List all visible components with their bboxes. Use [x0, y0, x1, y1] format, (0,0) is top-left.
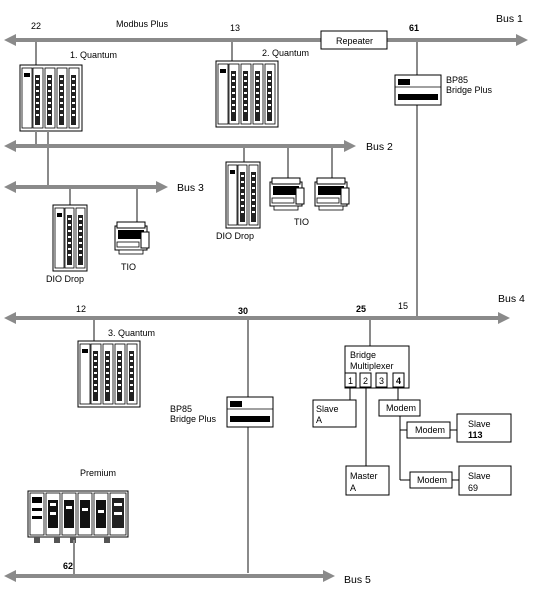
slave-69-label-1: Slave	[468, 471, 491, 481]
slave-113-label-1: Slave	[468, 419, 491, 429]
address-12: 12	[76, 304, 86, 314]
bridge-multiplexer: Bridge Multiplexer 1 2 3 4	[344, 345, 410, 389]
bridge-mux-label-1: Bridge	[350, 350, 376, 360]
address-62: 62	[63, 561, 73, 571]
bus-2-label: Bus 2	[366, 141, 393, 153]
tio-mid-1	[269, 177, 305, 211]
bp85-bridge-top	[394, 74, 442, 106]
bus-4	[4, 312, 510, 324]
modbus-plus-label: Modbus Plus	[116, 19, 169, 29]
bridge-mux-label-2: Multiplexer	[350, 361, 394, 371]
modem-main-label: Modem	[386, 403, 416, 413]
bus-1	[4, 34, 528, 46]
quantum-3-rack	[77, 340, 141, 408]
dio-drop-mid	[225, 161, 261, 229]
bp85-mid-label-2: Bridge Plus	[170, 414, 217, 424]
slave-113-label-2: 113	[468, 430, 483, 440]
mux-port-3: 3	[379, 376, 384, 386]
bp85-top-label-1: BP85	[446, 75, 468, 85]
dio-drop-mid-label: DIO Drop	[216, 231, 254, 241]
tio-left-label: TIO	[121, 262, 136, 272]
bp85-mid-label-1: BP85	[170, 404, 192, 414]
modem-main: Modem	[378, 399, 421, 417]
address-15: 15	[398, 301, 408, 311]
repeater: Repeater	[320, 30, 388, 50]
dio-drop-left	[52, 204, 88, 272]
slave-113: Slave 113	[456, 413, 512, 443]
slave-a: Slave A	[312, 399, 357, 428]
tio-mid-2	[314, 177, 350, 211]
master-a: Master A	[345, 465, 390, 496]
quantum-1-label: 1. Quantum	[70, 50, 117, 60]
bus-5-label: Bus 5	[344, 574, 371, 586]
quantum-3-label: 3. Quantum	[108, 328, 155, 338]
quantum-1-rack	[19, 64, 83, 132]
slave-69-label-2: 69	[468, 483, 478, 493]
quantum-2-rack	[215, 60, 279, 128]
mux-port-4: 4	[396, 376, 401, 386]
bus-3	[4, 181, 168, 193]
address-25: 25	[356, 304, 366, 314]
modem-1-label: Modem	[415, 425, 445, 435]
quantum-2-label: 2. Quantum	[262, 48, 309, 58]
bus-4-label: Bus 4	[498, 293, 525, 305]
tio-mid-label: TIO	[294, 217, 309, 227]
master-a-label-2: A	[350, 483, 356, 493]
bus-2	[4, 140, 356, 152]
modem-2-label: Modem	[417, 475, 447, 485]
address-13: 13	[230, 23, 240, 33]
bp85-bridge-mid	[226, 396, 274, 428]
bus-1-label: Bus 1	[496, 13, 523, 25]
bus-5	[4, 570, 335, 582]
bus-3-label: Bus 3	[177, 182, 204, 194]
address-61: 61	[409, 23, 419, 33]
premium-plc	[27, 490, 129, 543]
master-a-label-1: Master	[350, 471, 378, 481]
premium-label: Premium	[80, 468, 116, 478]
dio-drop-left-label: DIO Drop	[46, 274, 84, 284]
modem-1: Modem	[406, 421, 451, 439]
slave-a-label-1: Slave	[316, 404, 339, 414]
slave-a-label-2: A	[316, 415, 322, 425]
repeater-label: Repeater	[336, 36, 373, 46]
slave-69: Slave 69	[458, 465, 512, 496]
mux-port-2: 2	[363, 376, 368, 386]
bp85-top-label-2: Bridge Plus	[446, 85, 493, 95]
modem-2: Modem	[409, 471, 453, 489]
address-22: 22	[31, 21, 41, 31]
mux-port-1: 1	[348, 376, 353, 386]
tio-left	[114, 221, 150, 255]
address-30: 30	[238, 306, 248, 316]
